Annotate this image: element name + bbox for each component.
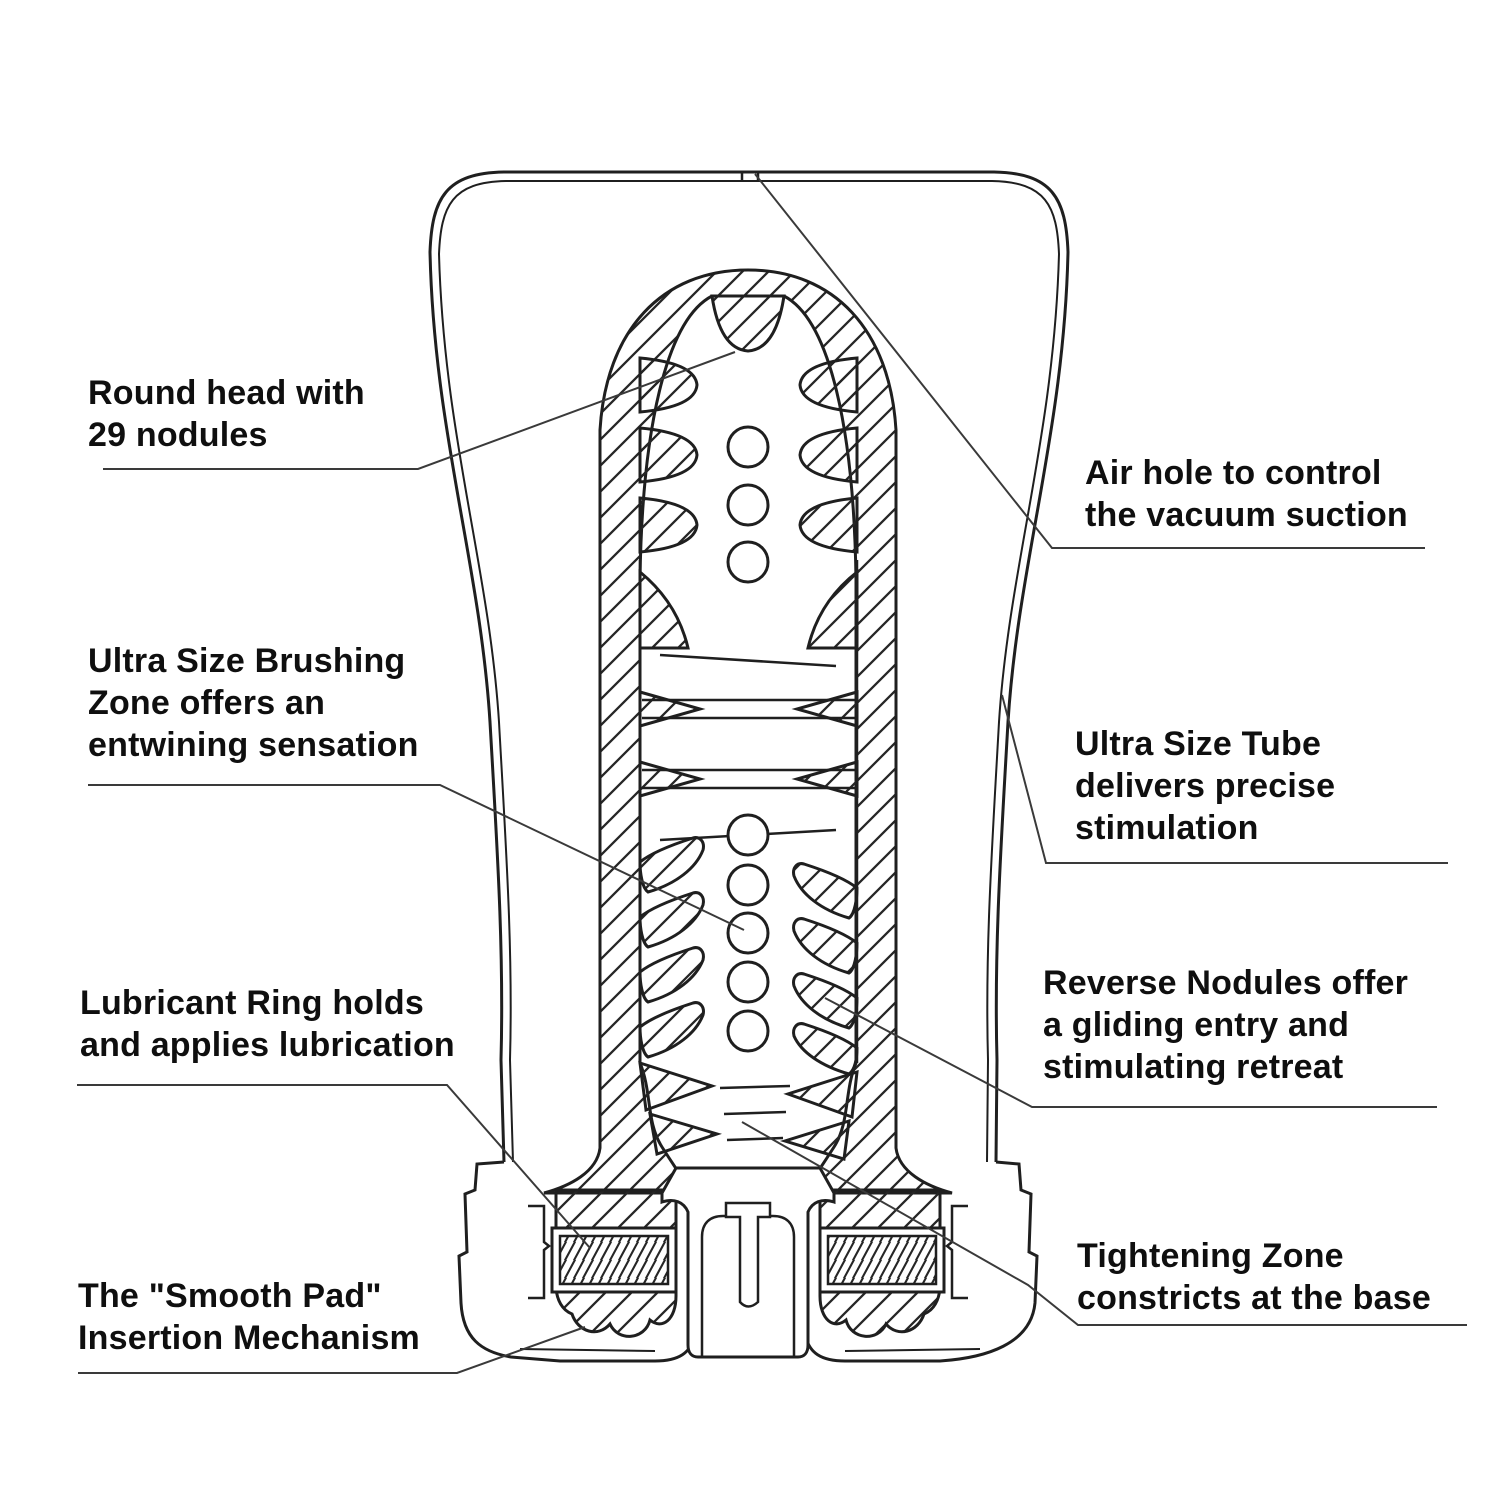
label-line: and applies lubrication xyxy=(80,1026,455,1064)
label-smooth-pad: The "Smooth Pad" Insertion Mechanism xyxy=(78,1275,420,1359)
label-line: Ultra Size Tube xyxy=(1075,725,1322,763)
label-line: Air hole to control xyxy=(1085,454,1382,492)
label-line: Lubricant Ring holds xyxy=(80,984,424,1022)
leader-round-head xyxy=(103,351,736,470)
base-cap xyxy=(457,1160,1039,1363)
head-nodules xyxy=(638,294,859,650)
label-line: the vacuum suction xyxy=(1085,496,1408,534)
leader-brushing-zone xyxy=(88,784,745,931)
label-line: Ultra Size Brushing xyxy=(88,642,406,680)
cup-body-outline xyxy=(428,170,1070,1163)
leader-lines xyxy=(77,173,1467,1374)
channel-guide-lines xyxy=(638,560,859,1063)
label-line: stimulation xyxy=(1075,809,1259,847)
label-line: Tightening Zone xyxy=(1077,1237,1344,1275)
label-round-head: Round head with 29 nodules xyxy=(88,372,365,456)
smooth-pad-column xyxy=(660,1166,836,1359)
label-reverse-nodules: Reverse Nodules offer a gliding entry an… xyxy=(1043,962,1408,1088)
reverse-nodules xyxy=(638,836,859,1076)
label-line: Reverse Nodules offer xyxy=(1043,964,1409,1002)
label-line: constricts at the base xyxy=(1077,1279,1431,1317)
label-line: delivers precise xyxy=(1075,767,1336,805)
lubricant-ring-left xyxy=(550,1226,678,1294)
leader-air-hole xyxy=(754,173,1425,549)
label-air-hole: Air hole to control the vacuum suction xyxy=(1085,452,1408,536)
label-line: Insertion Mechanism xyxy=(78,1319,420,1357)
label-line: 29 nodules xyxy=(88,416,268,454)
tightening-zone xyxy=(638,1060,859,1161)
label-tightening-zone: Tightening Zone constricts at the base xyxy=(1077,1235,1431,1319)
channel-air-circles xyxy=(726,425,770,1053)
label-line: entwining sensation xyxy=(88,726,419,764)
leader-reverse-nodules xyxy=(824,997,1437,1108)
leader-tightening-zone xyxy=(741,1121,1467,1326)
leader-ultra-tube xyxy=(1001,694,1448,864)
label-line: The "Smooth Pad" xyxy=(78,1277,382,1315)
label-line: stimulating retreat xyxy=(1043,1048,1344,1086)
label-line: Zone offers an xyxy=(88,684,326,722)
t-slot xyxy=(724,1201,772,1308)
label-lubricant-ring: Lubricant Ring holds and applies lubrica… xyxy=(80,982,455,1066)
label-brushing-zone: Ultra Size Brushing Zone offers an entwi… xyxy=(88,640,419,766)
label-line: Round head with xyxy=(88,374,365,412)
leader-smooth-pad xyxy=(78,1326,586,1374)
lubricant-ring-right xyxy=(818,1226,946,1294)
leader-lubricant-ring xyxy=(77,1084,591,1249)
label-line: a gliding entry and xyxy=(1043,1006,1350,1044)
label-ultra-tube: Ultra Size Tube delivers precise stimula… xyxy=(1075,723,1335,849)
